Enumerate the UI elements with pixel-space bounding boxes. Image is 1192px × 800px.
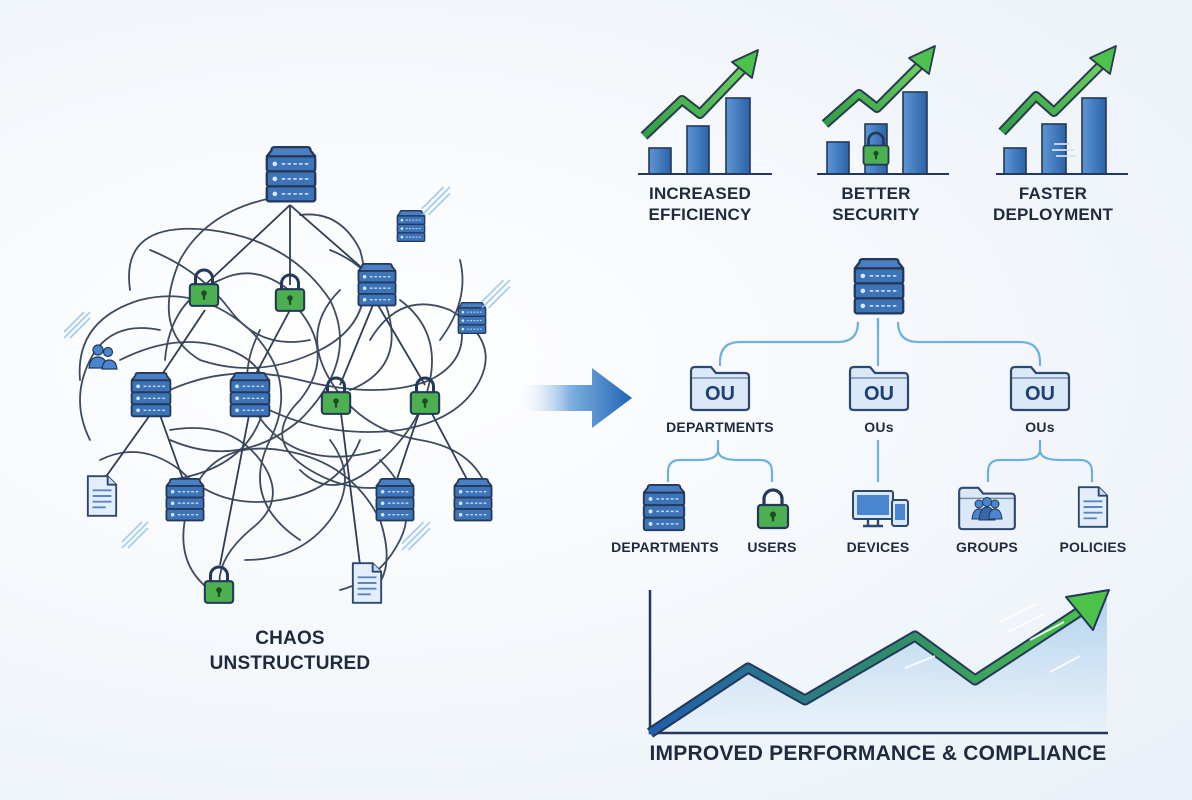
benefit-line: EFFICIENCY (648, 205, 752, 224)
lock-icon (756, 488, 790, 530)
lock-icon (203, 565, 235, 605)
ou-label-ous-1: OUs (864, 419, 894, 435)
speed-lines (904, 603, 1081, 673)
document-icon (351, 562, 383, 604)
groups-icon (958, 486, 1016, 531)
server-icon (453, 478, 493, 522)
root-server-icon (853, 258, 905, 315)
benefit-line: INCREASED (649, 184, 751, 203)
benefit-line: SECURITY (832, 205, 920, 224)
performance-area (650, 595, 1107, 733)
chaos-line: UNSTRUCTURED (209, 653, 371, 674)
server-icon (265, 146, 317, 203)
ou-tree: OU OU OU (642, 258, 1109, 532)
chaos-line: CHAOS (255, 628, 325, 649)
transition-arrow-icon (520, 368, 632, 428)
document-icon (86, 475, 118, 517)
performance-title: IMPROVED PERFORMANCE & COMPLIANCE (649, 742, 1107, 765)
ou-badge: OU (864, 383, 894, 405)
ou-label-departments: DEPARTMENTS (666, 419, 774, 435)
benefit-chart-deployment-icon (996, 45, 1128, 175)
trend-arrowhead-icon (1065, 589, 1110, 631)
leaf-label-devices: DEVICES (846, 539, 910, 555)
benefit-line: FASTER (1018, 184, 1088, 203)
ou-badge: OU (1025, 383, 1055, 405)
benefit-label-deployment: FASTER DEPLOYMENT (968, 183, 1138, 225)
devices-icon (852, 490, 909, 528)
motion-lines-icon (481, 279, 511, 309)
network-links (99, 204, 471, 566)
ou-label-ous-2: OUs (1025, 419, 1055, 435)
motion-lines-icon (421, 186, 451, 216)
ou-badge: OU (705, 383, 735, 405)
benefit-line: BETTER (841, 184, 911, 203)
motion-lines-icon (63, 311, 91, 339)
leaf-label-users: USERS (747, 539, 797, 555)
server-icon (165, 478, 205, 522)
benefit-label-security: BETTER SECURITY (791, 183, 961, 225)
policy-document-icon (1077, 486, 1109, 528)
motion-lines-icon (401, 521, 431, 551)
server-icon (396, 210, 426, 243)
lock-icon (320, 376, 352, 416)
server-icon (130, 372, 172, 418)
benefit-label-efficiency: INCREASED EFFICIENCY (615, 183, 785, 225)
leaf-label-departments: DEPARTMENTS (611, 539, 719, 555)
performance-chart (646, 589, 1110, 738)
motion-lines-icon (121, 521, 149, 549)
ou-folder-ous-1: OU (848, 365, 910, 412)
chaos-label: CHAOS UNSTRUCTURED (170, 626, 410, 676)
performance-trend-line (648, 607, 1084, 736)
benefit-chart-efficiency-icon (638, 49, 772, 175)
benefit-line: DEPLOYMENT (992, 205, 1114, 224)
server-icon (229, 372, 271, 418)
tangled-wires (78, 194, 491, 601)
ou-folder-ous-2: OU (1009, 365, 1071, 412)
ou-folder-departments: OU (689, 365, 751, 412)
users-icon (88, 344, 118, 370)
server-icon (375, 478, 415, 522)
leaf-label-policies: POLICIES (1059, 539, 1127, 555)
server-icon (357, 263, 397, 307)
leaf-label-groups: GROUPS (956, 539, 1018, 555)
chaos-network (63, 146, 511, 605)
benefit-chart-security-icon (817, 45, 949, 175)
tree-connectors (666, 318, 1094, 482)
server-icon (642, 484, 686, 532)
